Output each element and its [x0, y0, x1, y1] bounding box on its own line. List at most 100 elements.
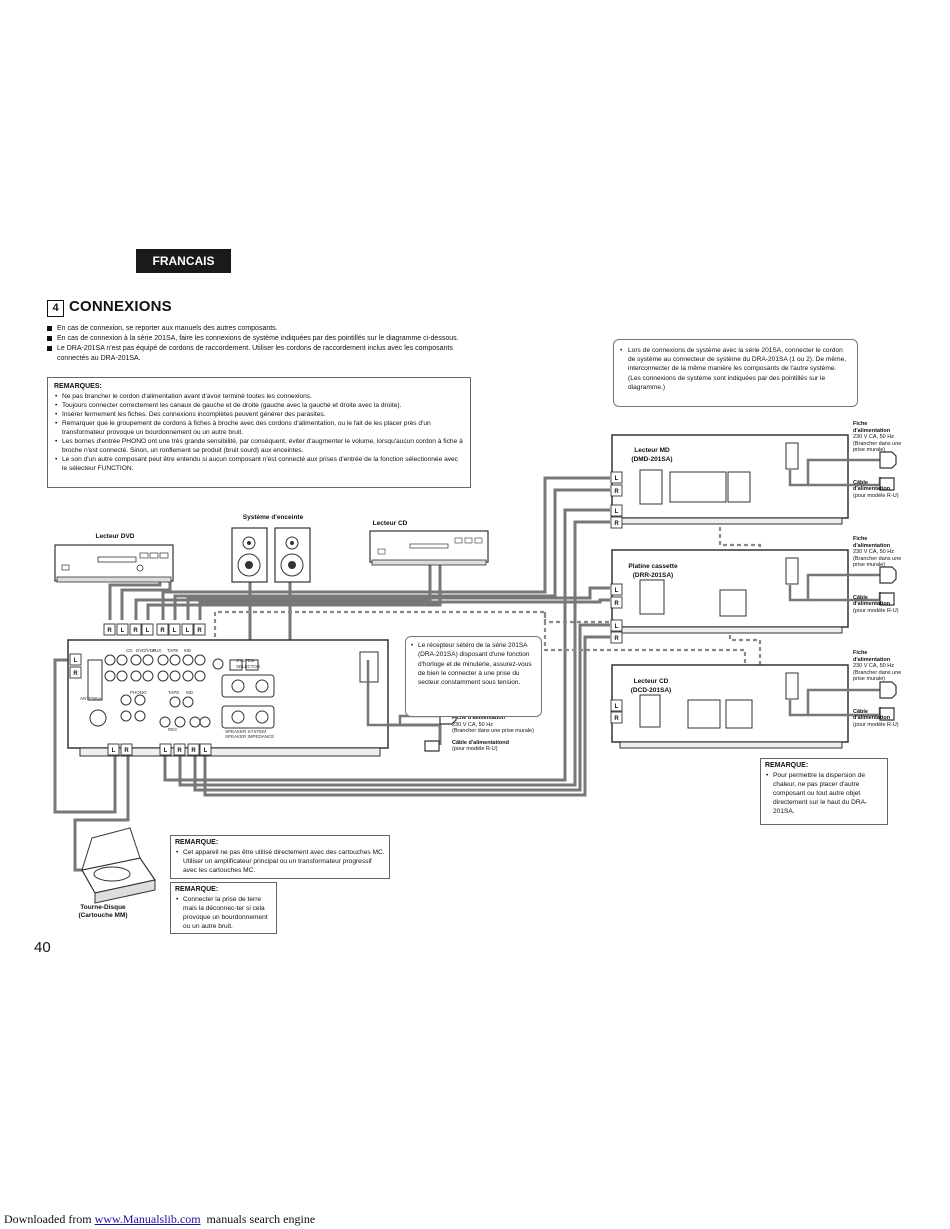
- cassette-label: Platine cassette: [628, 563, 678, 570]
- turntable-sub: (Cartouche MM): [78, 912, 128, 919]
- receiver-power-labels: Fiche d'alimentation 230 V CA, 50 Hz (Br…: [452, 715, 552, 753]
- svg-text:SYSTEM: SYSTEM: [236, 658, 255, 663]
- remark-item: Remarquer que le groupement de cordons à…: [54, 419, 464, 437]
- footer-link[interactable]: www.Manualslib.com: [94, 1212, 201, 1226]
- cable-title: Câble: [853, 708, 868, 715]
- svg-text:R: R: [614, 716, 619, 722]
- receiver-plug-note: (Brancher dans une prise murale): [452, 728, 534, 734]
- turntable-drawing: [81, 827, 156, 904]
- remark-heat-text: Pour permettre la dispersion de chaleur,…: [765, 771, 883, 816]
- svg-text:DVD/VDP: DVD/VDP: [136, 648, 156, 653]
- cable-note: (pour modèle R-U): [853, 607, 899, 614]
- svg-text:L: L: [186, 628, 190, 634]
- power-labels-cd: Fiche d'alimentation 230 V CA, 50 Hz (Br…: [853, 650, 913, 728]
- svg-text:R: R: [177, 748, 182, 754]
- plug-title: Fiche: [853, 650, 868, 656]
- svg-text:L: L: [146, 628, 150, 634]
- intro-bullets: En cas de connexion, se reporter aux man…: [47, 324, 472, 364]
- footer: Downloaded from www.Manualslib.com manua…: [4, 1212, 315, 1227]
- svg-text:ANTENNA: ANTENNA: [80, 696, 102, 701]
- plug-title: d'alimentation: [853, 542, 891, 549]
- remark-item: Insérer fermement les fiches. Des connex…: [54, 410, 464, 419]
- svg-text:TAPE: TAPE: [167, 648, 178, 653]
- remark-item: Toujours connecter correctement les cana…: [54, 401, 464, 410]
- remarks-box: REMARQUES: Ne pas brancher le cordon d'a…: [47, 377, 471, 488]
- cable-note: (pour modèle R-U): [853, 721, 899, 728]
- plug-title: d'alimentation: [853, 427, 891, 434]
- plug-note: (Brancher dans une prise murale): [853, 555, 902, 569]
- svg-text:R: R: [107, 628, 112, 634]
- svg-text:TAPE: TAPE: [168, 690, 179, 695]
- receiver-note: • Le récepteur sétéro de la série 201SA …: [405, 636, 542, 717]
- footer-suffix: manuals search engine: [200, 1212, 316, 1226]
- remark-ground-box: REMARQUE: Connecter la prise de terre ma…: [170, 882, 277, 934]
- plug-title: d'alimentation: [853, 656, 891, 663]
- svg-text:L: L: [112, 748, 116, 754]
- svg-text:SPEAKER SYSTEM: SPEAKER SYSTEM: [225, 729, 266, 734]
- remarks-title: REMARQUES:: [54, 383, 102, 390]
- svg-text:R: R: [191, 748, 196, 754]
- svg-text:L: L: [74, 658, 78, 664]
- section-number: 4: [47, 300, 64, 317]
- svg-text:R: R: [614, 489, 619, 495]
- remark-mc-title: REMARQUE:: [175, 839, 219, 846]
- plug-note: (Brancher dans une prise murale): [853, 440, 902, 454]
- remark-item: Les bornes d'entrée PHONO ont une très g…: [54, 437, 464, 455]
- cable-title: d'alimentation: [853, 486, 891, 492]
- footer-prefix: Downloaded from: [4, 1212, 95, 1226]
- svg-text:R: R: [614, 601, 619, 607]
- receiver-note-text: Le récepteur sétéro de la série 201SA (D…: [418, 642, 532, 687]
- intro-bullet: En cas de connexion à la série 201SA, fa…: [47, 334, 472, 344]
- svg-text:R: R: [124, 748, 129, 754]
- speakers-drawing: [231, 527, 311, 583]
- svg-text:L: L: [615, 476, 619, 482]
- svg-text:L: L: [615, 624, 619, 630]
- speakers-label: Système d'enceinte: [242, 514, 304, 521]
- system-note-text: Lors de connexions de système avec la sé…: [628, 347, 847, 391]
- power-labels-md: Fiche d'alimentation 230 V CA, 50 Hz (Br…: [853, 421, 913, 499]
- svg-text:L: L: [164, 748, 168, 754]
- cable-title: Câble: [853, 479, 868, 486]
- cd-player-label: Lecteur CD: [372, 520, 408, 527]
- plug-title: Fiche: [853, 536, 868, 542]
- language-tab: FRANCAIS: [136, 249, 231, 273]
- intro-bullet: En cas de connexion, se reporter aux man…: [47, 324, 472, 334]
- cable-title: Câble: [853, 594, 868, 601]
- svg-text:PHONO: PHONO: [130, 690, 147, 695]
- receiver-plug-title: Fiche d'alimentation: [452, 715, 505, 721]
- receiver-cable-title: Câble d'alimentationd: [452, 739, 509, 746]
- remark-ground-title: REMARQUE:: [175, 886, 219, 893]
- svg-text:CD: CD: [126, 648, 133, 653]
- md-model: (DMD-201SA): [631, 456, 673, 463]
- svg-text:L: L: [615, 588, 619, 594]
- remark-mc-text: Cet appareil ne pas être utilisé directe…: [175, 848, 385, 875]
- cd-sa-label: Lecteur CD: [633, 678, 669, 685]
- svg-text:R: R: [197, 628, 202, 634]
- cd-sa-model: (DCD-201SA): [630, 687, 672, 694]
- receiver-cable-note: (pour modèle R-U): [452, 746, 498, 752]
- receiver-voltage: 230 V CA, 50 Hz: [452, 721, 493, 728]
- md-label: Lecteur MD: [634, 447, 670, 454]
- dvd-player-drawing: [54, 544, 174, 583]
- voltage: 230 V CA, 50 Hz: [853, 434, 894, 440]
- plug-note: (Brancher dans une prise murale): [853, 669, 902, 683]
- voltage: 230 V CA, 50 Hz: [853, 663, 894, 669]
- remark-item: Le son d'un autre composant peut être en…: [54, 455, 464, 473]
- cassette-model: (DRR-201SA): [632, 572, 674, 579]
- turntable-label: Tourne-Disque: [80, 904, 126, 911]
- section-title: CONNEXIONS: [69, 298, 172, 315]
- svg-text:L: L: [121, 628, 125, 634]
- cd-player-drawing: [369, 530, 489, 566]
- svg-text:L: L: [204, 748, 208, 754]
- svg-text:REC: REC: [168, 727, 178, 732]
- svg-text:L: L: [615, 509, 619, 515]
- svg-text:SELECTOR: SELECTOR: [236, 664, 261, 669]
- remark-ground-text: Connecter la prise de terre mais la déco…: [175, 895, 272, 931]
- svg-text:R: R: [160, 628, 165, 634]
- cable-title: d'alimentation: [853, 601, 891, 607]
- cable-note: (pour modèle R-U): [853, 492, 899, 499]
- svg-text:L: L: [615, 704, 619, 710]
- svg-text:R: R: [133, 628, 138, 634]
- remark-mc-box: REMARQUE: Cet appareil ne pas être utili…: [170, 835, 390, 879]
